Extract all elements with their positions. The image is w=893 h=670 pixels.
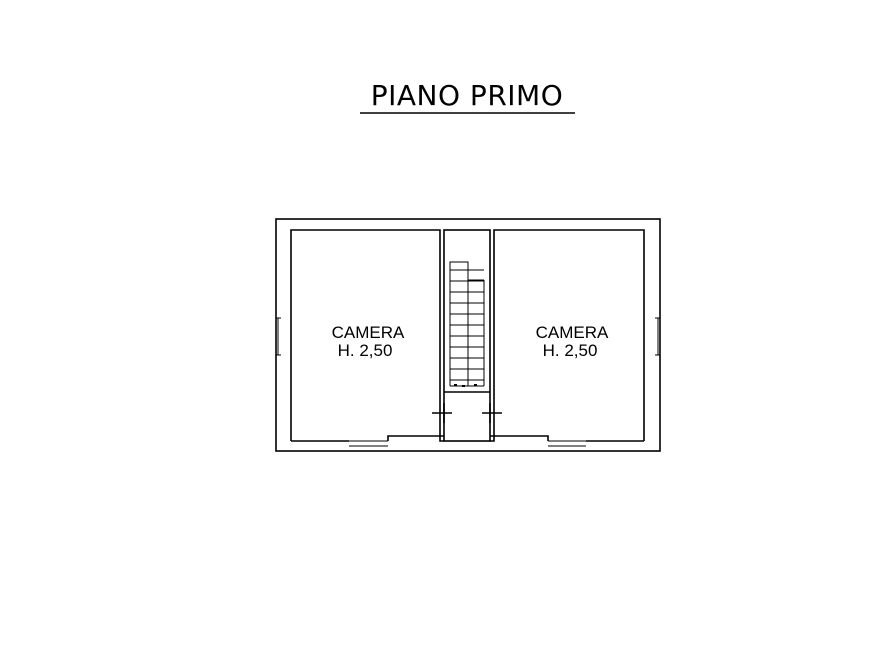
- stair-treads: [450, 269, 484, 381]
- room-left: [290, 229, 444, 452]
- room-left-height: H. 2,50: [338, 341, 393, 360]
- room-right: [490, 229, 645, 452]
- stair-corridor: [443, 229, 491, 442]
- room-right-height: H. 2,50: [543, 341, 598, 360]
- building-outline: [275, 218, 661, 452]
- plan-title: PIANO PRIMO: [371, 79, 563, 112]
- landing: [432, 384, 502, 423]
- room-right-name: CAMERA: [536, 323, 609, 342]
- room-left-name: CAMERA: [332, 323, 405, 342]
